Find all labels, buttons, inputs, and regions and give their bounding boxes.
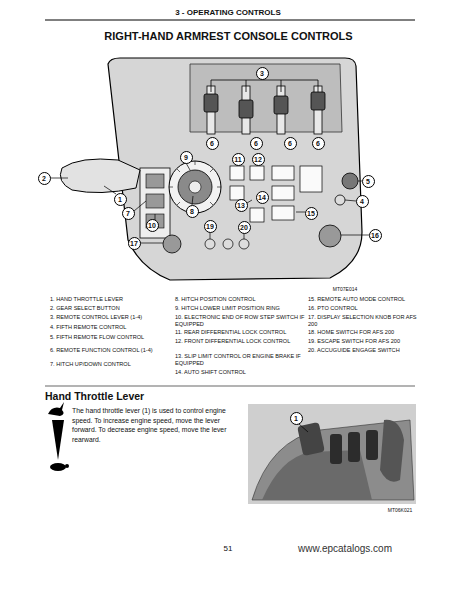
key-item: 11. REAR DIFFERENTIAL LOCK CONTROL: [175, 329, 305, 336]
key-item: 12. FRONT DIFFERENTIAL LOCK CONTROL: [175, 338, 305, 345]
key-item: 7. HITCH UP/DOWN CONTROL: [50, 361, 172, 368]
callout-number: 6: [206, 137, 219, 150]
page-number: 51: [208, 544, 248, 554]
page-header: 3 - OPERATING CONTROLS: [128, 8, 328, 18]
key-item: 16. PTO CONTROL: [308, 305, 420, 312]
page-title: RIGHT-HAND ARMREST CONSOLE CONTROLS: [0, 30, 457, 42]
watermark: www.epcatalogs.com: [270, 543, 420, 556]
callout-number: 13: [235, 199, 248, 212]
key-item: 6. REMOTE FUNCTION CONTROL (1-4): [50, 347, 172, 354]
header-rule: [45, 20, 415, 21]
callout-number: 4: [356, 195, 369, 208]
callout-number: 5: [362, 175, 375, 188]
callout-number: 9: [180, 151, 193, 164]
callout-number: 3: [256, 67, 269, 80]
key-item: 4. FIFTH REMOTE CONTROL: [50, 324, 172, 331]
body-text: The hand throttle lever (1) is used to c…: [72, 406, 232, 444]
callout-number: 11: [232, 153, 245, 166]
callout-number: 19: [204, 220, 217, 233]
callout-number: 15: [305, 207, 318, 220]
key-item: 18. HOME SWITCH FOR AFS 200: [308, 329, 420, 336]
key-item: 15. REMOTE AUTO MODE CONTROL: [308, 296, 420, 303]
key-item: 19. ESCAPE SWITCH FOR AFS 200: [308, 338, 420, 345]
callout-number: 12: [252, 153, 265, 166]
section-heading: Hand Throttle Lever: [45, 390, 245, 403]
key-item: 5. FIFTH REMOTE FLOW CONTROL: [50, 334, 172, 341]
key-item: 8. HITCH POSITION CONTROL: [175, 296, 305, 303]
key-item: 17. DISPLAY SELECTION KNOB FOR AFS 200: [308, 314, 420, 328]
key-item: 3. REMOTE CONTROL LEVER (1-4): [50, 314, 172, 321]
key-item: 9. HITCH LOWER LIMIT POSITION RING: [175, 305, 305, 312]
callout-number: 1: [114, 193, 127, 206]
speed-icon: [48, 402, 69, 471]
section-rule: [45, 386, 415, 387]
callout-number: 10: [146, 219, 159, 232]
key-item: 20. ACCUGUIDE ENGAGE SWITCH: [308, 347, 420, 354]
key-item: 10. ELECTRONIC END OF ROW STEP SWITCH IF…: [175, 314, 305, 328]
callout-number: 6: [312, 137, 325, 150]
key-item: 13. SLIP LIMIT CONTROL OR ENGINE BRAKE I…: [175, 353, 305, 367]
callout-number: 17: [128, 237, 141, 250]
key-item: 2. GEAR SELECT BUTTON: [50, 305, 172, 312]
callout-number: 16: [369, 229, 382, 242]
key-item: 1. HAND THROTTLE LEVER: [50, 296, 172, 303]
figure-code: MT06K021: [370, 507, 430, 513]
console-illustration: [50, 58, 369, 280]
callout-number: 14: [256, 191, 269, 204]
callout-number: 2: [38, 172, 51, 185]
callout-number: 6: [250, 137, 263, 150]
callout-number: 7: [122, 207, 135, 220]
figure-code: MT07E014: [315, 286, 375, 292]
key-item: 14. AUTO SHIFT CONTROL: [175, 369, 305, 376]
callout-number: 8: [186, 205, 199, 218]
callout-number: 1: [290, 412, 303, 425]
throttle-photo: [248, 404, 416, 504]
callout-number: 20: [238, 221, 251, 234]
callout-number: 6: [284, 137, 297, 150]
